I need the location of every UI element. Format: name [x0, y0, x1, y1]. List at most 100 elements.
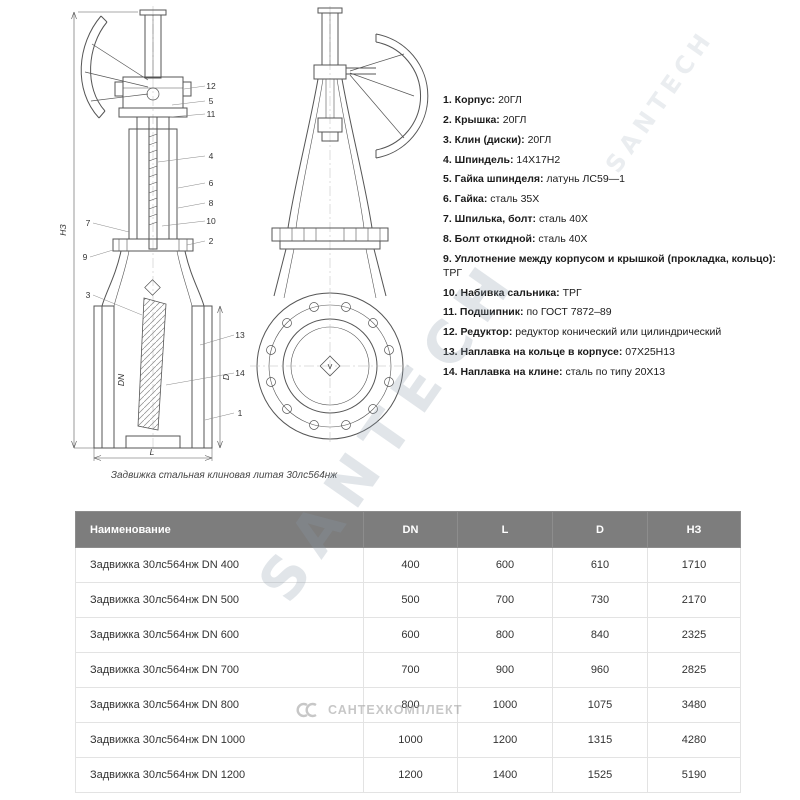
- table-header-dn: DN: [363, 511, 458, 548]
- part-value: редуктор конический или цилиндрический: [515, 326, 722, 339]
- cell-l: 600: [457, 547, 553, 583]
- part-label: 4. Шпиндель:: [443, 153, 514, 166]
- cell-name: Задвижка 30лс564нж DN 400: [75, 547, 364, 583]
- part-value: сталь 35Х: [490, 193, 540, 206]
- part-label: 10. Набивка сальника:: [443, 286, 560, 299]
- part-label: 7. Шпилька, болт:: [443, 213, 537, 226]
- table-header-l: L: [457, 511, 553, 548]
- parts-list-item: 4. Шпиндель: 14Х17Н2: [443, 154, 795, 168]
- cell-h3: 1710: [647, 547, 741, 583]
- dimension-label-length: L: [150, 447, 155, 457]
- valve-technical-drawing: 12 5 11 4 6 8 10 2 7 9 3 13 14 1 НЗ L D …: [58, 6, 429, 461]
- parts-list-item: 14. Наплавка на клине: сталь по типу 20Х…: [443, 366, 795, 380]
- parts-list-item: 1. Корпус: 20ГЛ: [443, 94, 795, 108]
- part-label: 3. Клин (диски):: [443, 133, 525, 146]
- part-value: ТРГ: [562, 286, 582, 299]
- table-row: Задвижка 30лс564нж DN 1200 1200 1400 152…: [75, 757, 741, 793]
- cell-dn: 700: [363, 652, 458, 688]
- parts-list-item: 7. Шпилька, болт: сталь 40Х: [443, 213, 795, 227]
- valve-side-view: [250, 6, 429, 445]
- cell-name: Задвижка 30лс564нж DN 500: [75, 582, 364, 618]
- cell-h3: 2170: [647, 582, 741, 618]
- dimension-label-bore: DN: [116, 373, 126, 386]
- cell-h3: 4280: [647, 722, 741, 758]
- callout-leader-lines: [89, 85, 235, 421]
- cell-l: 900: [457, 652, 553, 688]
- cell-dn: 1000: [363, 722, 458, 758]
- valve-front-section-view: [71, 6, 223, 461]
- cell-dn: 1200: [363, 757, 458, 793]
- table-row: Задвижка 30лс564нж DN 500 500 700 730 21…: [75, 582, 741, 618]
- callout-label: 13: [235, 330, 245, 340]
- callout-label: 5: [209, 96, 214, 106]
- cell-d: 610: [552, 547, 648, 583]
- flange-center-mark: V: [328, 364, 333, 371]
- parts-list-item: 3. Клин (диски): 20ГЛ: [443, 134, 795, 148]
- callout-label: 6: [209, 178, 214, 188]
- table-row: Задвижка 30лс564нж DN 800 800 1000 1075 …: [75, 687, 741, 723]
- part-value: сталь 40Х: [538, 233, 588, 246]
- table-header-d: D: [552, 511, 648, 548]
- cell-name: Задвижка 30лс564нж DN 700: [75, 652, 364, 688]
- dimension-label-diameter: D: [221, 374, 231, 380]
- part-value: сталь по типу 20Х13: [565, 366, 666, 379]
- parts-list-item: 5. Гайка шпинделя: латунь ЛС59—1: [443, 173, 795, 187]
- part-label: 9. Уплотнение между корпусом и крышкой (…: [443, 252, 776, 265]
- part-value: по ГОСТ 7872–89: [526, 306, 612, 319]
- parts-list-item: 9. Уплотнение между корпусом и крышкой (…: [443, 253, 795, 281]
- callout-label: 4: [209, 151, 214, 161]
- part-value: 20ГЛ: [527, 133, 552, 146]
- cell-d: 840: [552, 617, 648, 653]
- table-header-name: Наименование: [75, 511, 364, 548]
- cell-h3: 3480: [647, 687, 741, 723]
- parts-list-item: 6. Гайка: сталь 35Х: [443, 193, 795, 207]
- part-label: 12. Редуктор:: [443, 326, 513, 339]
- callout-label: 8: [209, 198, 214, 208]
- drawing-labels: 12 5 11 4 6 8 10 2 7 9 3 13 14 1 НЗ L D …: [58, 81, 333, 457]
- part-label: 13. Наплавка на кольце в корпусе:: [443, 346, 623, 359]
- callout-label: 12: [206, 81, 216, 91]
- parts-list-item: 10. Набивка сальника: ТРГ: [443, 287, 795, 301]
- cell-dn: 400: [363, 547, 458, 583]
- cell-d: 1525: [552, 757, 648, 793]
- cell-l: 700: [457, 582, 553, 618]
- part-label: 6. Гайка:: [443, 193, 488, 206]
- cell-name: Задвижка 30лс564нж DN 1000: [75, 722, 364, 758]
- part-value: 20ГЛ: [498, 94, 522, 106]
- table-header-h3: НЗ: [647, 511, 741, 548]
- cell-d: 960: [552, 652, 648, 688]
- part-value: сталь 40Х: [538, 213, 588, 226]
- part-label: 2. Крышка:: [443, 113, 500, 126]
- cell-d: 1075: [552, 687, 648, 723]
- cell-l: 1000: [457, 687, 553, 723]
- part-label: 1. Корпус:: [443, 94, 496, 106]
- part-label: 14. Наплавка на клине:: [443, 366, 563, 379]
- drawing-caption: Задвижка стальная клиновая литая 30лс564…: [110, 470, 338, 481]
- part-value: латунь ЛС59—1: [546, 173, 625, 186]
- parts-list-item: 8. Болт откидной: сталь 40Х: [443, 233, 795, 247]
- parts-list-item: 13. Наплавка на кольце в корпусе: 07Х25Н…: [443, 346, 795, 360]
- spec-table: Наименование DN L D НЗ Задвижка 30лс564н…: [75, 511, 741, 793]
- cell-dn: 800: [363, 687, 458, 723]
- cell-h3: 2825: [647, 652, 741, 688]
- cell-l: 1200: [457, 722, 553, 758]
- table-row: Задвижка 30лс564нж DN 400 400 600 610 17…: [75, 547, 741, 583]
- table-header-row: Наименование DN L D НЗ: [75, 511, 741, 548]
- cell-d: 1315: [552, 722, 648, 758]
- cell-name: Задвижка 30лс564нж DN 800: [75, 687, 364, 723]
- part-label: 8. Болт откидной:: [443, 233, 536, 246]
- parts-list-item: 11. Подшипник: по ГОСТ 7872–89: [443, 306, 795, 320]
- part-value: ТРГ: [443, 266, 463, 279]
- callout-label: 10: [206, 216, 216, 226]
- cell-dn: 500: [363, 582, 458, 618]
- table-row: Задвижка 30лс564нж DN 700 700 900 960 28…: [75, 652, 741, 688]
- cell-l: 800: [457, 617, 553, 653]
- callout-label: 2: [209, 236, 214, 246]
- cell-name: Задвижка 30лс564нж DN 600: [75, 617, 364, 653]
- cell-h3: 2325: [647, 617, 741, 653]
- callout-label: 7: [86, 218, 91, 228]
- cell-h3: 5190: [647, 757, 741, 793]
- table-row: Задвижка 30лс564нж DN 600 600 800 840 23…: [75, 617, 741, 653]
- table-row: Задвижка 30лс564нж DN 1000 1000 1200 131…: [75, 722, 741, 758]
- cell-dn: 600: [363, 617, 458, 653]
